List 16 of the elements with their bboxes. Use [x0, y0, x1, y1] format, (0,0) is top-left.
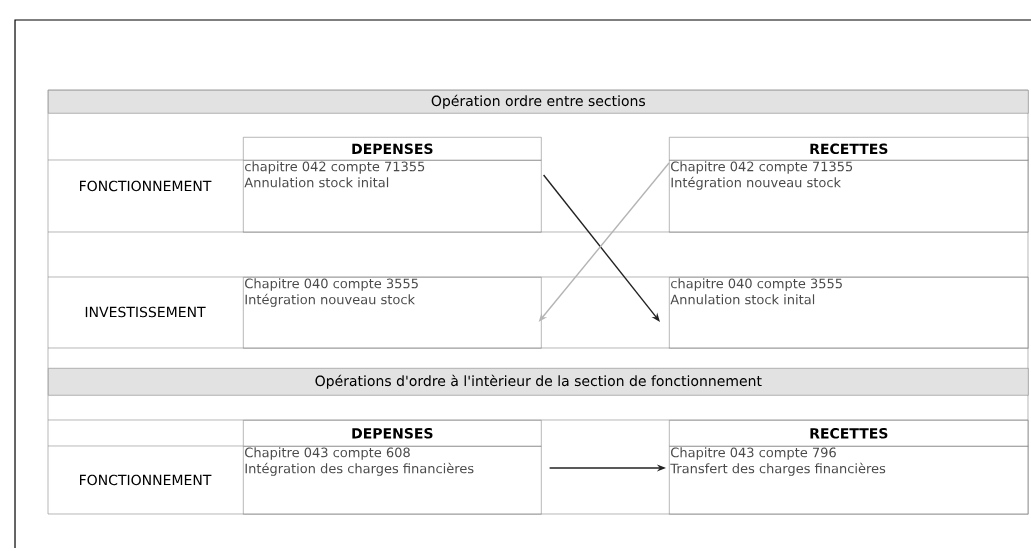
column-header: DEPENSES [243, 420, 542, 447]
arrow [542, 174, 660, 322]
column-header: RECETTES [669, 420, 1029, 447]
section-banner: Opérations d'ordre à l'intèrieur de la section de fonctionnement [48, 368, 1029, 396]
row-label: FONCTIONNEMENT [80, 180, 212, 192]
account-box: Chapitre 040 compte 3555 Intégration nouveau stock [243, 277, 542, 349]
column-header: DEPENSES [243, 137, 542, 161]
account-box: chapitre 040 compte 3555 Annulation stock inital [669, 277, 1029, 349]
account-box: Chapitre 043 compte 796 Transfert des charges financières [669, 446, 1029, 515]
row-label: INVESTISSEMENT [85, 306, 206, 318]
account-box: Chapitre 042 compte 71355 Intégration nouveau stock [669, 160, 1029, 233]
account-box: Chapitre 043 compte 608 Intégration des charges financières [243, 446, 542, 515]
column-header: RECETTES [669, 137, 1029, 161]
section-banner: Opération ordre entre sections [48, 90, 1029, 114]
row-label: FONCTIONNEMENT [80, 474, 212, 486]
account-box: chapitre 042 compte 71355 Annulation stock inital [243, 160, 542, 233]
